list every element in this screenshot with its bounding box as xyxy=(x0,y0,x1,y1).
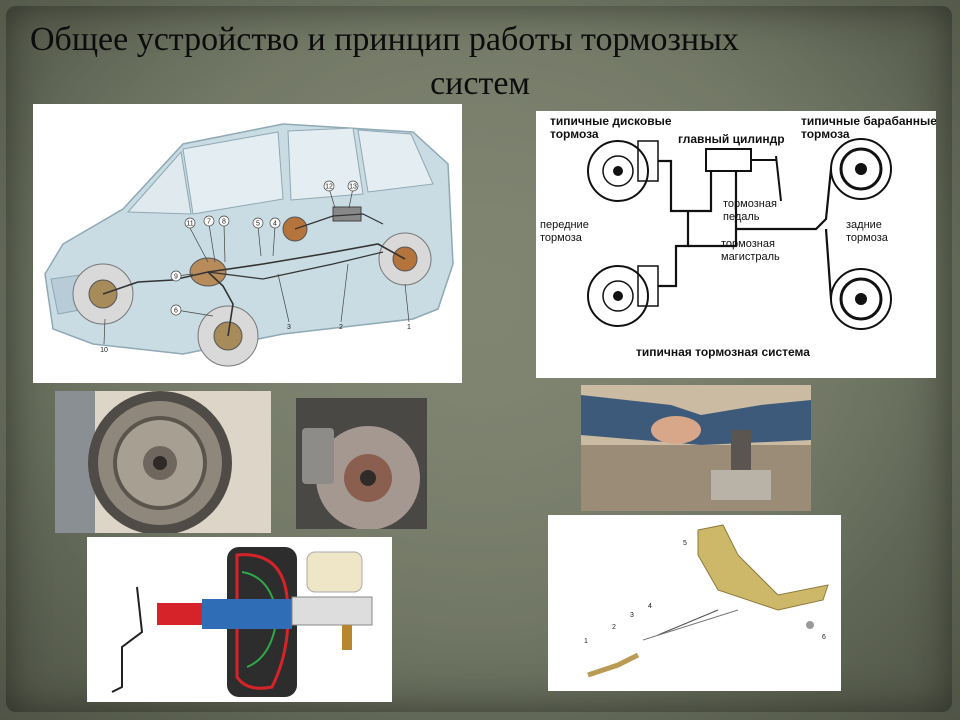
label-disc-brakes-line1: типичные дисковые xyxy=(550,114,672,128)
linkage-callout: 3 xyxy=(630,612,634,619)
master-cylinder-shape xyxy=(705,148,752,172)
label-brake-line-line2: магистраль xyxy=(721,251,780,263)
label-rear-brakes-line1: задние xyxy=(846,219,882,231)
car-diagram-svg: 12 13 11 7 8 5 4 9 6 3 2 1 10 xyxy=(44,123,454,367)
slide-title: Общее устройство и принцип работы тормоз… xyxy=(0,18,830,106)
linkage-illustration: 5 4 3 2 1 6 xyxy=(584,524,829,678)
rear-drum-top xyxy=(830,138,892,200)
parking-brake-linkage-diagram: 5 4 3 2 1 6 xyxy=(548,515,841,691)
brake-lines xyxy=(658,159,833,300)
vacuum-booster-illustration xyxy=(111,547,373,697)
car-callout: 10 xyxy=(100,347,108,354)
label-pedal-line1: тормозная xyxy=(723,198,777,210)
car-callout: 12 xyxy=(325,184,333,191)
handbrake-photo xyxy=(581,385,811,511)
linkage-callout: 5 xyxy=(683,540,687,547)
linkage-callout: 6 xyxy=(822,634,826,641)
handbrake-illustration xyxy=(581,385,811,511)
linkage-callout: 1 xyxy=(584,638,588,645)
label-master-cylinder: главный цилиндр xyxy=(678,132,785,146)
front-disc-top xyxy=(587,140,659,202)
label-pedal-line2: педаль xyxy=(723,211,760,223)
car-callout: 2 xyxy=(339,324,343,331)
disc-brake-photo xyxy=(296,398,427,529)
linkage-callout: 4 xyxy=(648,603,652,610)
car-callout: 8 xyxy=(222,219,226,226)
linkage-callout: 2 xyxy=(612,624,616,631)
car-callout: 11 xyxy=(186,221,193,228)
brake-pedal-shape xyxy=(775,155,782,202)
label-drum-brakes-line2: тормоза xyxy=(801,127,850,141)
rear-drum-bottom xyxy=(830,268,892,330)
slide-title-line2: систем xyxy=(430,65,530,102)
label-disc-brakes-line2: тормоза xyxy=(550,127,599,141)
disc-brake-illustration xyxy=(296,398,427,529)
label-front-brakes-line1: передние xyxy=(540,219,589,231)
vacuum-booster-image xyxy=(87,537,392,702)
brake-system-svg: типичные дисковые тормоза главный цилинд… xyxy=(540,114,936,359)
slide-title-line1: Общее устройство и принцип работы тормоз… xyxy=(30,21,739,58)
brake-system-diagram: типичные дисковые тормоза главный цилинд… xyxy=(536,111,936,378)
car-callout: 5 xyxy=(256,221,260,228)
car-brake-layout-image: 12 13 11 7 8 5 4 9 6 3 2 1 10 xyxy=(33,104,462,383)
drum-brake-photo xyxy=(55,391,271,533)
label-drum-brakes-line1: типичные барабанные xyxy=(801,114,936,128)
label-diagram-caption: типичная тормозная система xyxy=(636,345,810,359)
car-callout: 7 xyxy=(207,219,211,226)
car-callout: 13 xyxy=(349,184,357,191)
label-brake-line-line1: тормозная xyxy=(721,238,775,250)
car-callout: 1 xyxy=(407,324,411,331)
label-rear-brakes-line2: тормоза xyxy=(846,232,889,244)
car-callout: 9 xyxy=(174,274,178,281)
front-disc-bottom xyxy=(587,265,659,327)
car-callout: 6 xyxy=(174,308,178,315)
car-callout: 3 xyxy=(287,324,291,331)
car-callout: 4 xyxy=(273,221,277,228)
label-front-brakes-line2: тормоза xyxy=(540,232,583,244)
drum-brake-illustration xyxy=(55,391,271,533)
